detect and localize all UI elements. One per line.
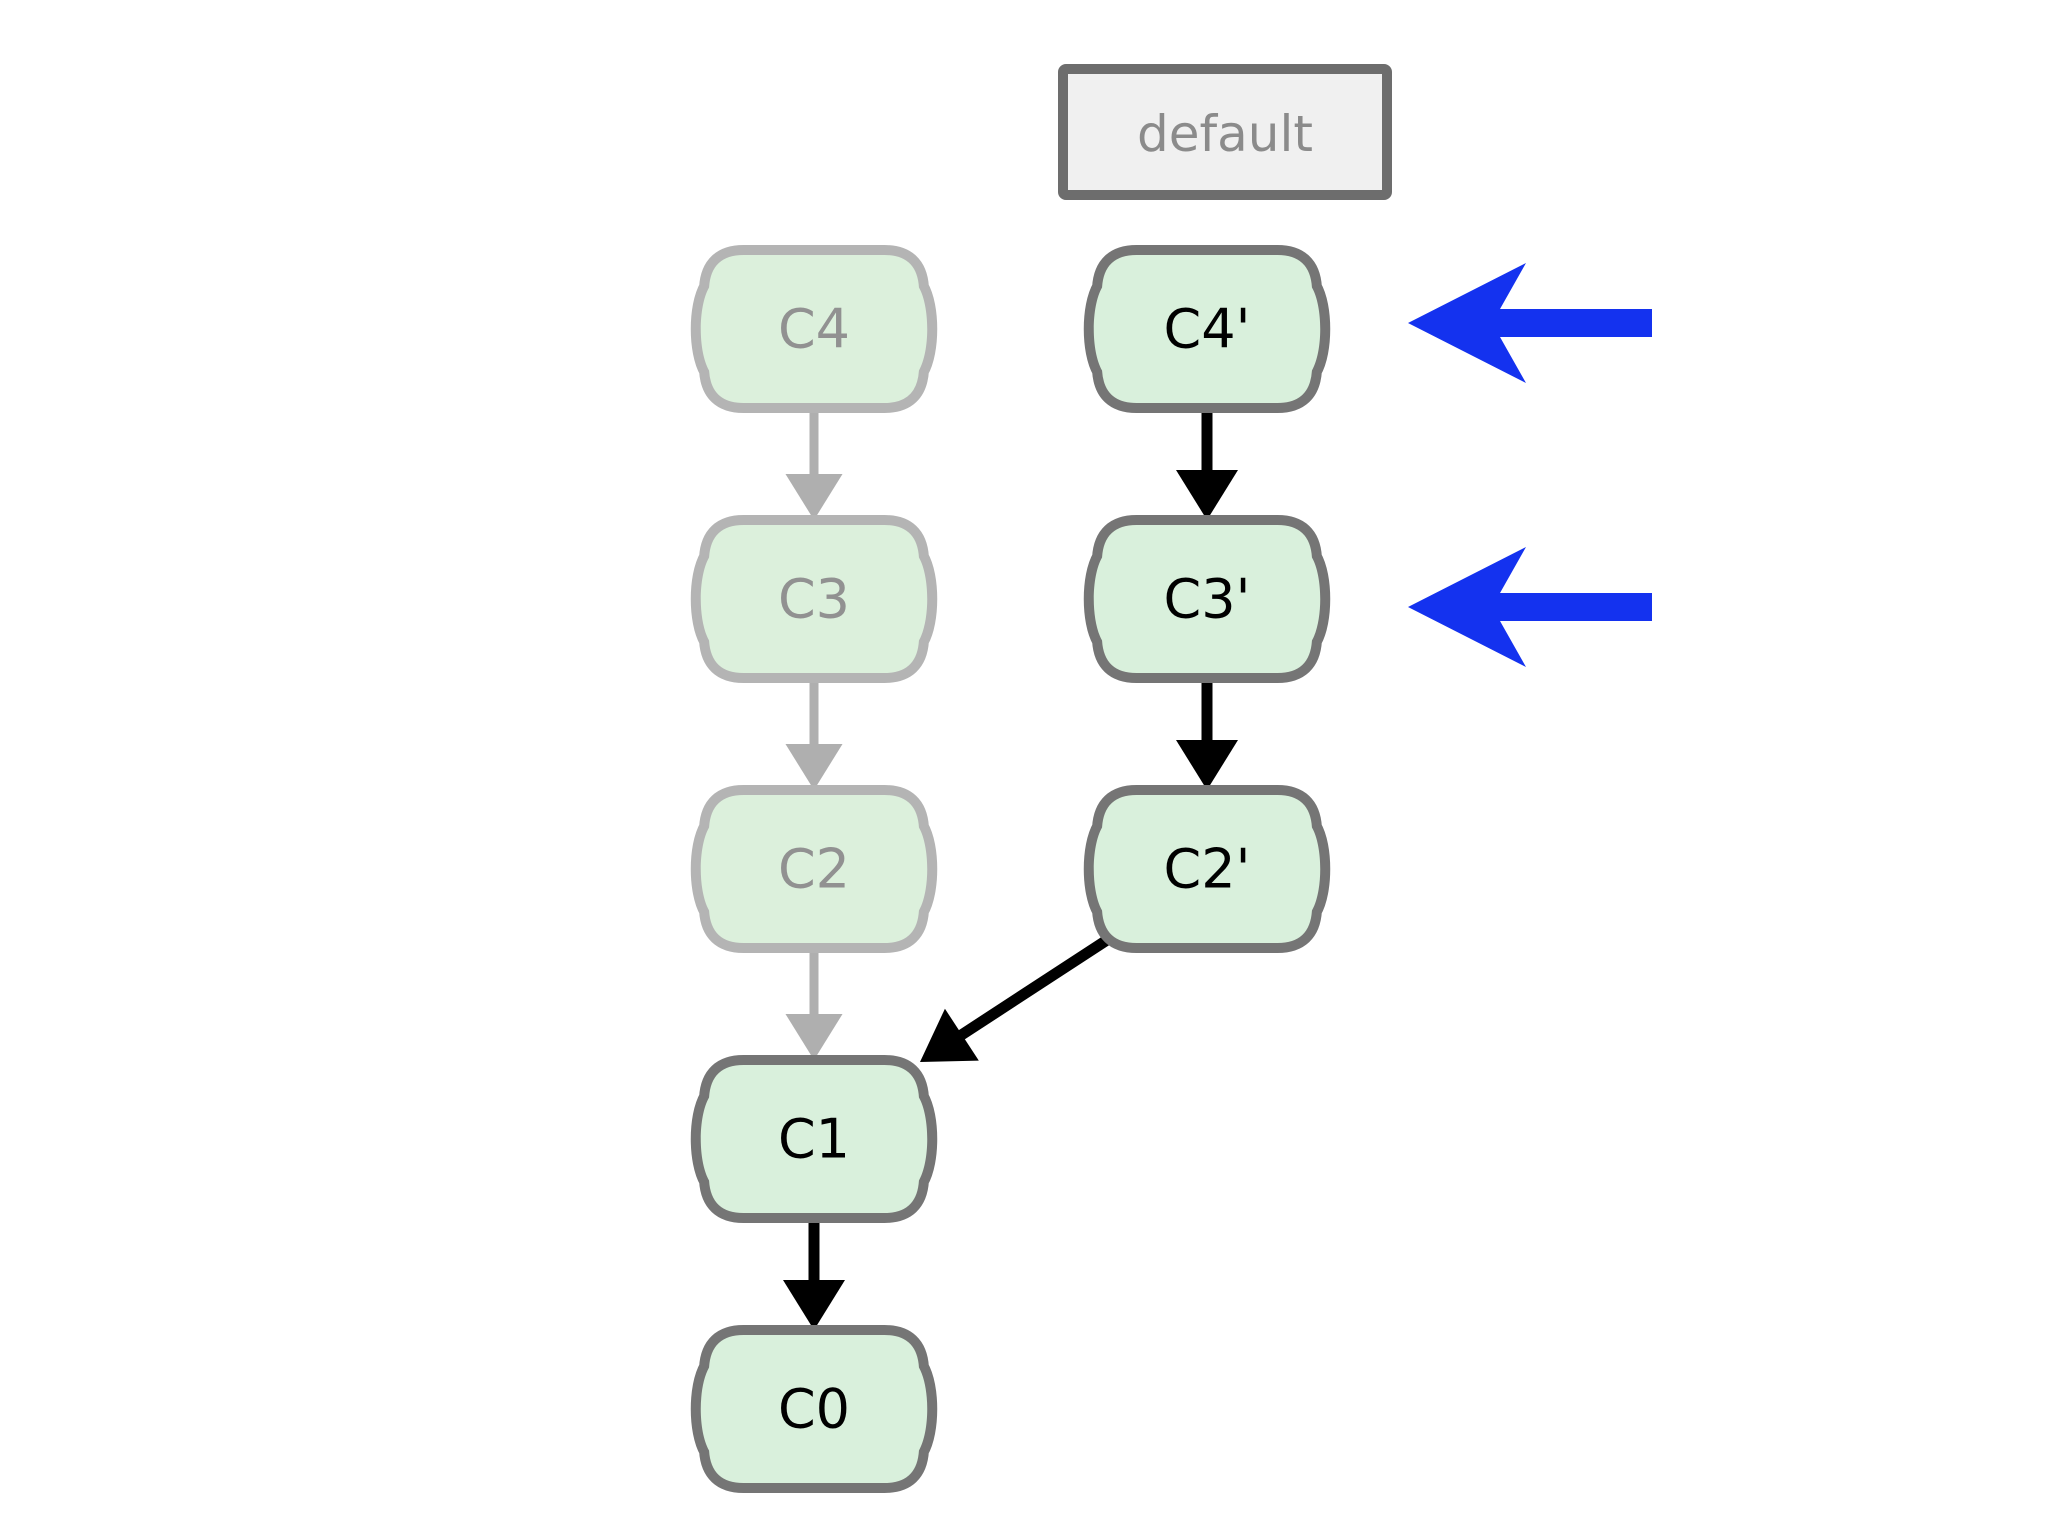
commit-node-hit-c3prime[interactable]: [1093, 514, 1321, 684]
commit-node-c2[interactable]: C2: [690, 785, 938, 953]
commit-node-label-c4prime: C4': [1164, 298, 1251, 361]
commit-node-label-c1: C1: [778, 1108, 850, 1171]
edge-arrowhead-e-c1-c0: [783, 1280, 845, 1330]
commit-edge-e-c4prime-c3prime: [1176, 410, 1238, 520]
pointer-layer: [1408, 263, 1652, 667]
commit-node-label-c3: C3: [778, 568, 850, 631]
commit-node-hit-c0[interactable]: [700, 1324, 928, 1494]
commit-node-hit-c1[interactable]: [700, 1054, 928, 1224]
edge-arrowhead-e-c3prime-c2prime: [1176, 740, 1238, 790]
commit-node-c4[interactable]: C4: [690, 245, 938, 413]
commit-edge-e-c3-c2: [785, 680, 843, 790]
edge-arrowhead-e-c4-c3: [785, 474, 843, 520]
commit-node-c3[interactable]: C3: [690, 515, 938, 683]
commit-node-label-c2prime: C2': [1164, 838, 1251, 901]
commit-node-label-c3prime: C3': [1164, 568, 1251, 631]
commit-edge-e-c2prime-c1: [920, 935, 1111, 1062]
pointer-c3prime: [1408, 547, 1652, 667]
commit-node-c2prime[interactable]: C2': [1083, 785, 1331, 953]
commit-node-c1[interactable]: C1: [690, 1055, 938, 1223]
edge-layer: [783, 410, 1238, 1330]
commit-node-hit-c4[interactable]: [700, 244, 928, 414]
commit-node-label-c4: C4: [778, 298, 850, 361]
commit-edge-e-c3prime-c2prime: [1176, 680, 1238, 790]
commit-node-c4prime[interactable]: C4': [1083, 245, 1331, 413]
commit-node-label-c2: C2: [778, 838, 850, 901]
commit-edge-e-c2-c1: [785, 950, 843, 1060]
branch-label-text: default: [1137, 105, 1313, 163]
commit-node-hit-c3[interactable]: [700, 514, 928, 684]
commit-node-hit-c2[interactable]: [700, 784, 928, 954]
pointer-c4prime: [1408, 263, 1652, 383]
edge-arrowhead-e-c2prime-c1: [920, 1008, 979, 1062]
edge-arrowhead-e-c3-c2: [785, 744, 843, 790]
commit-node-c3prime[interactable]: C3': [1083, 515, 1331, 683]
commit-node-label-c0: C0: [778, 1378, 850, 1441]
commit-node-hit-c4prime[interactable]: [1093, 244, 1321, 414]
commit-node-hit-c2prime[interactable]: [1093, 784, 1321, 954]
commit-edge-e-c1-c0: [783, 1220, 845, 1330]
edge-arrowhead-e-c4prime-c3prime: [1176, 470, 1238, 520]
branch-label-hit[interactable]: [1058, 64, 1392, 200]
branch-layer: default: [1058, 64, 1392, 200]
edge-arrowhead-e-c2-c1: [785, 1014, 843, 1060]
commit-node-c0[interactable]: C0: [690, 1325, 938, 1493]
branch-label-default[interactable]: default: [1058, 64, 1392, 200]
commit-edge-e-c4-c3: [785, 410, 843, 520]
